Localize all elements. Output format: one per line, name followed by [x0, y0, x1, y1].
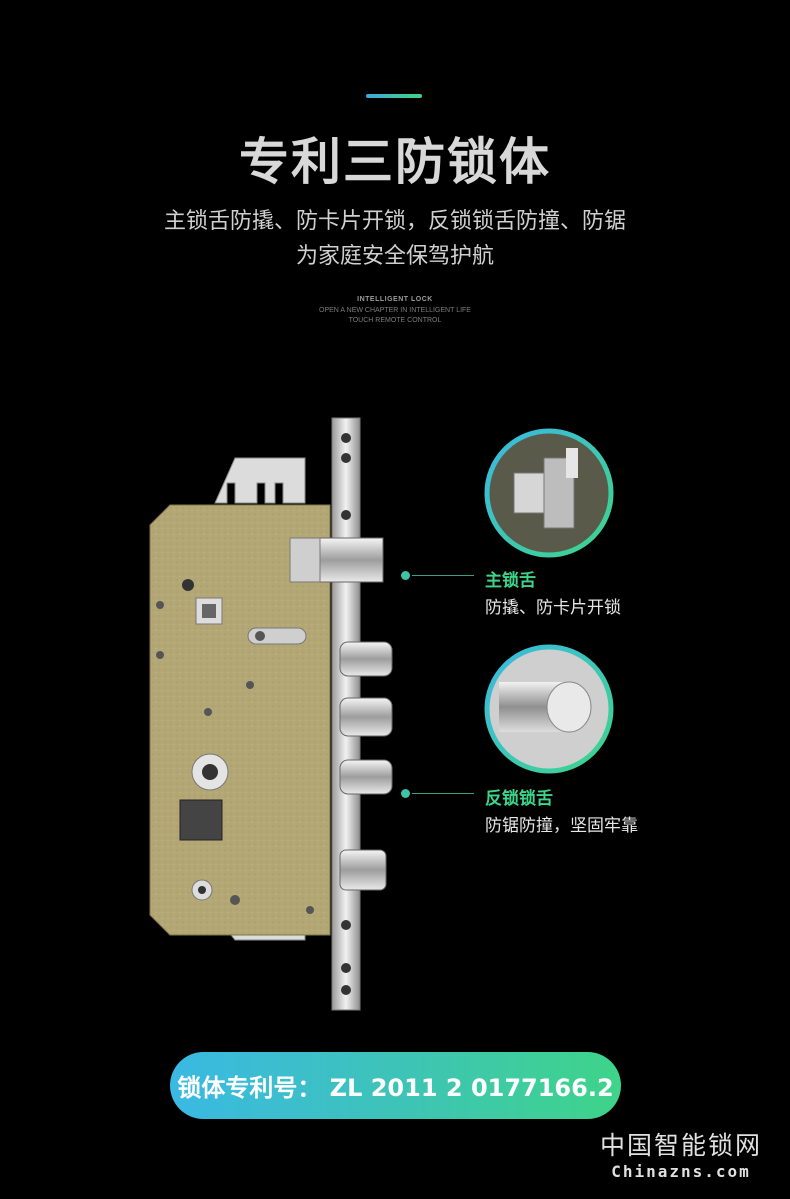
callout-line-deadbolt: [412, 793, 474, 794]
main-latch-closeup: [484, 428, 614, 558]
tagline: INTELLIGENT LOCK OPEN A NEW CHAPTER IN I…: [0, 294, 790, 326]
callout-desc-main-latch: 防撬、防卡片开锁: [485, 598, 621, 618]
callout-desc-deadbolt: 防锯防撞，坚固牢靠: [485, 816, 638, 836]
lock-body-illustration: [149, 417, 393, 1011]
deadbolt-2: [339, 697, 393, 737]
deadbolt-3: [339, 759, 393, 795]
callout-dot-main-latch: [401, 571, 410, 580]
subtitle-line-2: 为家庭安全保驾护航: [295, 244, 494, 269]
title-accent-line: [366, 94, 422, 98]
subtitle: 主锁舌防撬、防卡片开锁，反锁锁舌防撞、防锯 为家庭安全保驾护航: [0, 204, 790, 274]
callout-dot-deadbolt: [401, 789, 410, 798]
top-hook: [214, 457, 306, 504]
callout-title-main-latch: 主锁舌: [485, 571, 536, 591]
subtitle-line-1: 主锁舌防撬、防卡片开锁，反锁锁舌防撞、防锯: [163, 209, 626, 234]
tagline-line-3: TOUCH REMOTE CONTROL: [348, 317, 442, 324]
main-latch: [317, 537, 384, 583]
callout-title-deadbolt: 反锁锁舌: [485, 789, 553, 809]
watermark-en: Chinazns.com: [611, 1162, 751, 1181]
patent-number-badge: 锁体专利号： ZL 2011 2 0177166.2: [170, 1052, 621, 1119]
callout-line-main-latch: [412, 575, 474, 576]
deadbolt-1: [339, 641, 393, 677]
page-title: 专利三防锁体: [239, 133, 551, 191]
tagline-line-2: OPEN A NEW CHAPTER IN INTELLIGENT LIFE: [319, 307, 471, 314]
deadbolt-closeup: [484, 644, 614, 774]
watermark-cn: 中国智能锁网: [599, 1131, 762, 1160]
tagline-line-1: INTELLIGENT LOCK: [357, 296, 433, 303]
site-watermark: 中国智能锁网 Chinazns.com: [600, 1126, 762, 1181]
deadbolt-4: [339, 849, 387, 891]
